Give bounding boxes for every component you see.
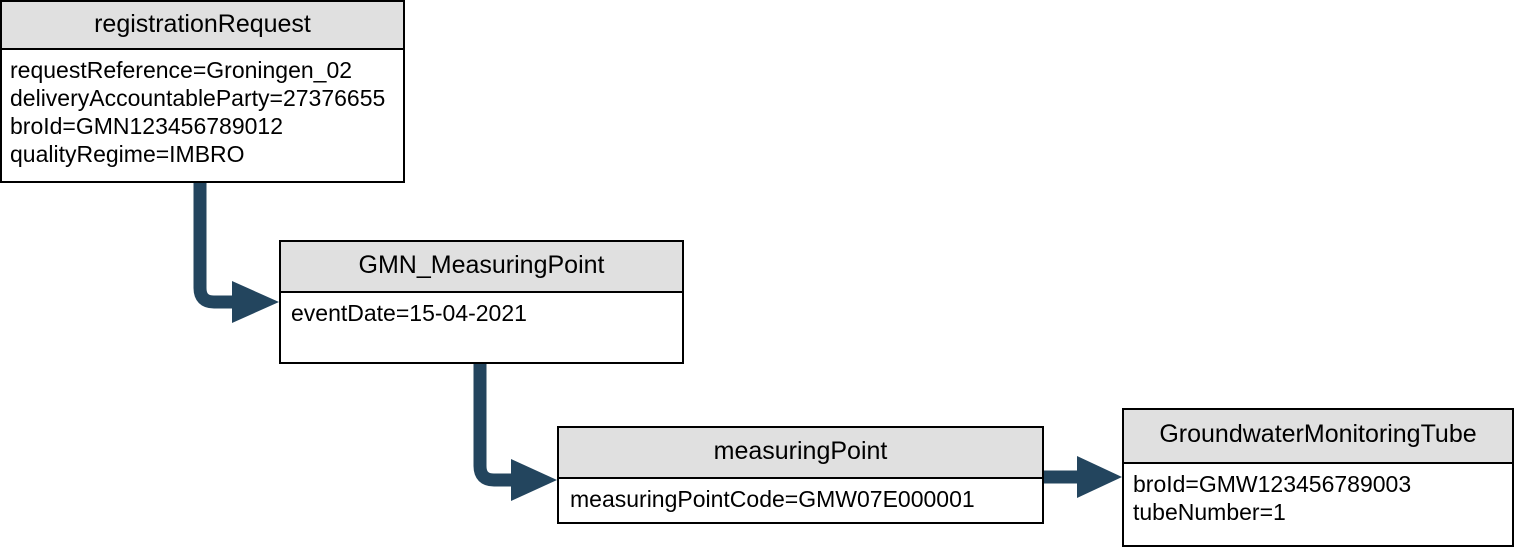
attribute-row: eventDate=15-04-2021 — [291, 300, 527, 326]
arrowhead-icon — [1077, 456, 1122, 498]
connector-measuringpoint-to-groundwatermonitoringtube — [1044, 456, 1122, 498]
connector-registrationrequest-to-gmn-measuringpoint — [193, 181, 279, 323]
node-attributes-groundwater-monitoring-tube: broId=GMW123456789003 tubeNumber=1 — [1124, 464, 1512, 545]
node-title-gmn-measuringpoint: GMN_MeasuringPoint — [281, 242, 682, 293]
attribute-row: tubeNumber=1 — [1133, 499, 1286, 525]
attribute-row: requestReference=Groningen_02 — [10, 57, 353, 83]
attribute-row: measuringPointCode=GMW07E000001 — [570, 486, 975, 512]
node-attributes-measuringpoint: measuringPointCode=GMW07E000001 — [559, 479, 1042, 522]
attribute-row: broId=GMN123456789012 — [10, 113, 284, 139]
node-title-groundwater-monitoring-tube: GroundwaterMonitoringTube — [1124, 410, 1512, 464]
node-measuringpoint[interactable]: measuringPoint measuringPointCode=GMW07E… — [557, 426, 1044, 524]
node-attributes-gmn-measuringpoint: eventDate=15-04-2021 — [281, 293, 682, 362]
connector-line — [473, 362, 516, 487]
node-title-measuringpoint: measuringPoint — [559, 428, 1042, 479]
arrowhead-icon — [232, 281, 279, 323]
arrowhead-icon — [511, 459, 557, 501]
attribute-row: deliveryAccountableParty=27376655 — [10, 85, 386, 111]
connector-gmn-measuringpoint-to-measuringpoint — [473, 362, 557, 501]
node-gmn-measuringpoint[interactable]: GMN_MeasuringPoint eventDate=15-04-2021 — [279, 240, 684, 364]
node-registration-request[interactable]: registrationRequest requestReference=Gro… — [0, 0, 405, 183]
node-groundwater-monitoring-tube[interactable]: GroundwaterMonitoringTube broId=GMW12345… — [1122, 408, 1514, 547]
node-attributes-registration-request: requestReference=Groningen_02 deliveryAc… — [2, 50, 403, 181]
attribute-row: qualityRegime=IMBRO — [10, 141, 245, 167]
node-title-registration-request: registrationRequest — [2, 2, 403, 50]
attribute-row: broId=GMW123456789003 — [1133, 471, 1412, 497]
connector-line — [193, 181, 237, 309]
